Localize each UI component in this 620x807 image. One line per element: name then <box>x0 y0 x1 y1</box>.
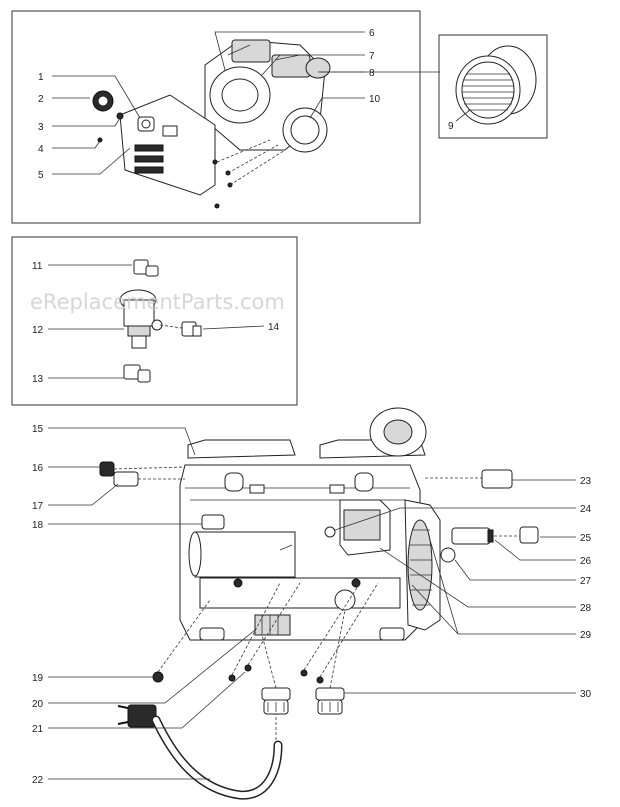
label-4: 4 <box>38 144 44 155</box>
strain-relief-30 <box>315 687 345 715</box>
panel-top-left <box>11 10 421 224</box>
label-7: 7 <box>369 51 375 62</box>
label-27: 27 <box>580 576 592 587</box>
label-13: 13 <box>32 374 44 385</box>
label-2: 2 <box>38 94 44 105</box>
label-12: 12 <box>32 325 44 336</box>
fitting-18 <box>201 514 225 530</box>
nut-27 <box>440 547 456 563</box>
label-29: 29 <box>580 630 592 641</box>
valve-24 <box>324 526 336 538</box>
screw <box>214 203 220 209</box>
switch-26 <box>451 527 491 545</box>
panel-middle-left <box>11 236 298 406</box>
label-1: 1 <box>38 72 44 83</box>
label-25: 25 <box>580 533 592 544</box>
fitting-23 <box>481 469 513 489</box>
label-18: 18 <box>32 520 44 531</box>
label-10: 10 <box>369 94 381 105</box>
nut <box>300 669 308 677</box>
screw-4 <box>97 137 103 143</box>
screw-21 <box>228 674 236 682</box>
compressor-main-assembly <box>179 407 441 641</box>
label-20: 20 <box>32 699 44 710</box>
power-plug <box>117 704 157 728</box>
motor-shroud <box>119 94 216 196</box>
label-5: 5 <box>38 170 44 181</box>
label-8: 8 <box>369 68 375 79</box>
label-24: 24 <box>580 504 592 515</box>
label-26: 26 <box>580 556 592 567</box>
elbow-fitting-14 <box>181 321 202 337</box>
screw <box>212 159 218 165</box>
label-14: 14 <box>268 322 280 333</box>
label-21: 21 <box>32 724 44 735</box>
panel-inset-9 <box>438 34 548 139</box>
screw-20 <box>244 664 252 672</box>
elbow-fitting-13 <box>123 364 151 383</box>
label-9: 9 <box>448 121 454 132</box>
label-15: 15 <box>32 424 44 435</box>
knob-2 <box>92 90 114 112</box>
elbow-fitting-11 <box>133 259 159 277</box>
pump-head-assembly-top <box>204 39 331 153</box>
watermark: eReplacementParts.com <box>30 290 285 314</box>
strain-relief-left <box>261 687 291 715</box>
regulator-12 <box>119 289 163 349</box>
label-19: 19 <box>32 673 44 684</box>
label-23: 23 <box>580 476 592 487</box>
switch-26-tip <box>487 529 494 543</box>
power-cord-22 <box>151 715 283 800</box>
knob-25 <box>519 526 539 544</box>
label-11: 11 <box>32 261 43 272</box>
label-6: 6 <box>369 28 375 39</box>
switch-1 <box>137 116 155 132</box>
label-28: 28 <box>580 603 592 614</box>
label-22: 22 <box>32 775 44 786</box>
nut <box>316 676 324 684</box>
label-16: 16 <box>32 463 44 474</box>
cap-16 <box>99 461 115 477</box>
label-3: 3 <box>38 122 44 133</box>
nut-19 <box>152 671 164 683</box>
label-30: 30 <box>580 689 592 700</box>
label-17: 17 <box>32 501 44 512</box>
vent-cover-9 <box>455 45 537 125</box>
part-3 <box>116 112 124 120</box>
